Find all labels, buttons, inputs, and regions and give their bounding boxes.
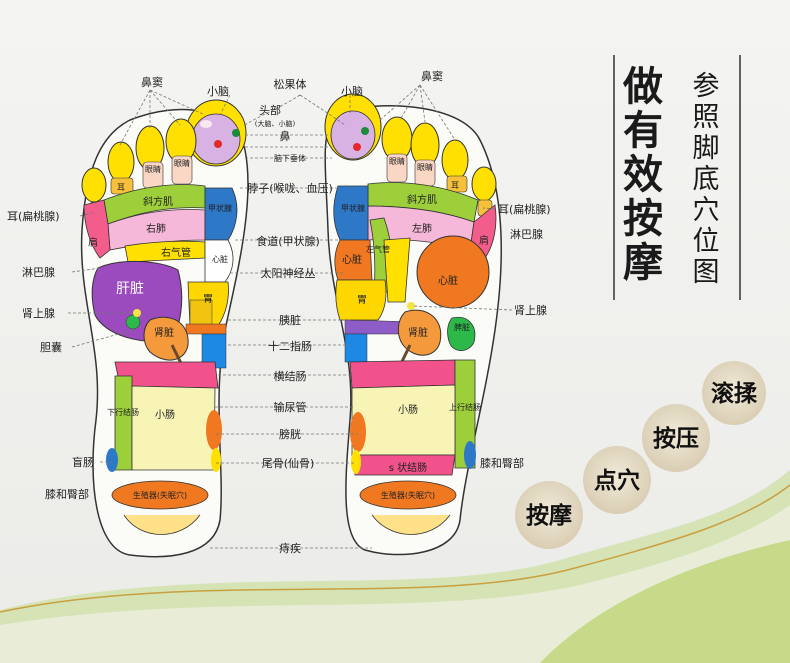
- right-foot: [324, 93, 502, 556]
- title-sub-char: 脚: [693, 133, 720, 164]
- svg-text:右肺: 右肺: [146, 222, 166, 235]
- technique-bubble-label: 点穴: [594, 467, 640, 494]
- label-sinus-right: 鼻窦: [421, 69, 443, 83]
- title-sub-char: 图: [693, 257, 720, 288]
- label-gallbladder: 胆囊: [40, 340, 62, 354]
- label-lymph-right: 淋巴腺: [510, 227, 543, 241]
- svg-text:生殖器(失眠穴): 生殖器(失眠穴): [133, 490, 187, 500]
- label-neck: 脖子(喉咙、血压): [247, 181, 333, 195]
- label-knee-hip-left: 膝和臀部: [45, 487, 89, 501]
- svg-text:小肠: 小肠: [398, 404, 418, 416]
- label-cerebellum-right: 小脑: [341, 85, 363, 98]
- svg-text:胃: 胃: [203, 293, 213, 305]
- svg-text:眼睛: 眼睛: [389, 156, 405, 166]
- svg-text:小肠: 小肠: [155, 409, 175, 421]
- svg-text:眼睛: 眼睛: [174, 158, 190, 168]
- label-lymph-left: 淋巴腺: [22, 265, 55, 279]
- svg-text:下行结肠: 下行结肠: [107, 407, 139, 417]
- svg-text:s 状结肠: s 状结肠: [389, 461, 427, 474]
- leader-lines: [68, 84, 513, 549]
- technique-bubble-label: 按摩: [526, 502, 572, 529]
- label-nose: 鼻: [280, 129, 291, 143]
- label-appendix: 盲肠: [72, 455, 94, 469]
- label-duodenum: 十二指肠: [268, 339, 312, 353]
- label-hemorrhoids: 痔疾: [279, 541, 301, 555]
- title-main-char: 摩: [623, 240, 663, 286]
- label-head-sub: (大脑、小脑): [255, 119, 296, 128]
- left-foot: [80, 99, 249, 558]
- label-pancreas: 胰脏: [279, 313, 301, 327]
- svg-text:心脏: 心脏: [212, 254, 228, 264]
- label-ear-right: 耳(扁桃腺): [498, 202, 551, 216]
- title-main-char: 做: [622, 64, 663, 110]
- title-sub-char: 底: [693, 164, 720, 195]
- svg-text:肩: 肩: [88, 236, 98, 249]
- technique-bubble: [702, 361, 766, 425]
- technique-bubble: [642, 404, 710, 472]
- svg-text:脾脏: 脾脏: [454, 322, 470, 332]
- label-cerebellum-left: 小脑: [207, 85, 229, 98]
- label-pineal: 松果体: [274, 77, 307, 91]
- title-sub-char: 穴: [693, 195, 720, 226]
- svg-text:肾脏: 肾脏: [154, 326, 174, 339]
- svg-text:生殖器(失眠穴): 生殖器(失眠穴): [381, 490, 435, 500]
- svg-text:右气管: 右气管: [161, 246, 191, 259]
- label-pituitary: 脑下垂体: [274, 153, 306, 163]
- label-bladder: 膀胱: [279, 427, 301, 441]
- title-sub-char: 参: [693, 71, 720, 102]
- label-esophagus: 食道(甲状腺): [256, 234, 320, 248]
- svg-text:耳: 耳: [451, 181, 459, 190]
- label-knee-hip-right: 膝和臀部: [480, 456, 524, 470]
- label-sinus-left: 鼻窦: [141, 75, 163, 89]
- svg-text:斜方肌: 斜方肌: [407, 193, 437, 206]
- outer-labels: 鼻窦 小脑 松果体 小脑 鼻窦 头部 (大脑、小脑) 鼻 脑下垂体 脖子(喉咙、…: [7, 69, 551, 555]
- title-main-char: 按: [623, 196, 663, 242]
- label-ear-left: 耳(扁桃腺): [7, 209, 60, 223]
- svg-text:心脏: 心脏: [342, 253, 362, 266]
- svg-text:上行结肠: 上行结肠: [449, 402, 481, 412]
- svg-text:左气管: 左气管: [366, 244, 390, 254]
- svg-text:眼睛: 眼睛: [417, 162, 433, 172]
- svg-text:甲状腺: 甲状腺: [208, 203, 232, 213]
- svg-text:肝脏: 肝脏: [116, 281, 144, 297]
- title-sub-char: 照: [693, 102, 720, 133]
- label-adrenal-left: 肾上腺: [22, 306, 55, 320]
- svg-text:心脏: 心脏: [438, 274, 458, 287]
- svg-text:左肺: 左肺: [412, 222, 432, 235]
- label-solar-plexus: 太阳神经丛: [261, 266, 316, 280]
- technique-bubble-label: 按压: [653, 425, 699, 452]
- label-ureter: 输尿管: [274, 400, 307, 414]
- technique-bubble-label: 滚揉: [711, 380, 758, 407]
- svg-text:肩: 肩: [479, 234, 489, 247]
- title-sub-char: 位: [693, 226, 720, 257]
- title-main-char: 效: [623, 152, 663, 198]
- svg-text:肾脏: 肾脏: [408, 326, 428, 339]
- svg-text:眼睛: 眼睛: [145, 164, 161, 174]
- technique-bubble: [583, 446, 651, 514]
- svg-text:耳: 耳: [117, 183, 125, 192]
- svg-text:甲状腺: 甲状腺: [341, 203, 365, 213]
- zone-labels: 耳 耳 眼睛 眼睛 眼睛 眼睛 斜方肌 斜方肌 右肺 左肺 肩 肩 右气管 左气…: [88, 156, 489, 500]
- label-transverse-colon: 横结肠: [274, 369, 307, 383]
- title-main-char: 有: [623, 108, 663, 154]
- label-adrenal-right: 肾上腺: [514, 303, 547, 317]
- label-head: 头部: [259, 103, 281, 117]
- label-coccyx: 尾骨(仙骨): [262, 457, 315, 470]
- svg-text:胃: 胃: [357, 294, 367, 306]
- decorative-swoosh: [0, 470, 790, 663]
- svg-text:斜方肌: 斜方肌: [143, 195, 173, 208]
- technique-bubble: [515, 481, 583, 549]
